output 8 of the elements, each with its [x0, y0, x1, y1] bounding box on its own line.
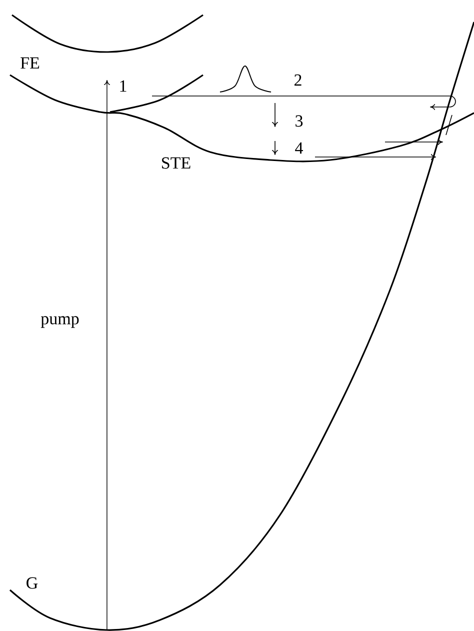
label-text: STE	[162, 157, 190, 169]
label-text: G	[26, 577, 38, 589]
label-text: FE	[20, 57, 40, 69]
label-text: pump	[40, 316, 79, 328]
transition-number: 2	[294, 74, 302, 86]
transition-number: 3	[296, 115, 303, 127]
transition-number: 4	[295, 142, 303, 154]
transition-number: 1	[120, 80, 126, 92]
